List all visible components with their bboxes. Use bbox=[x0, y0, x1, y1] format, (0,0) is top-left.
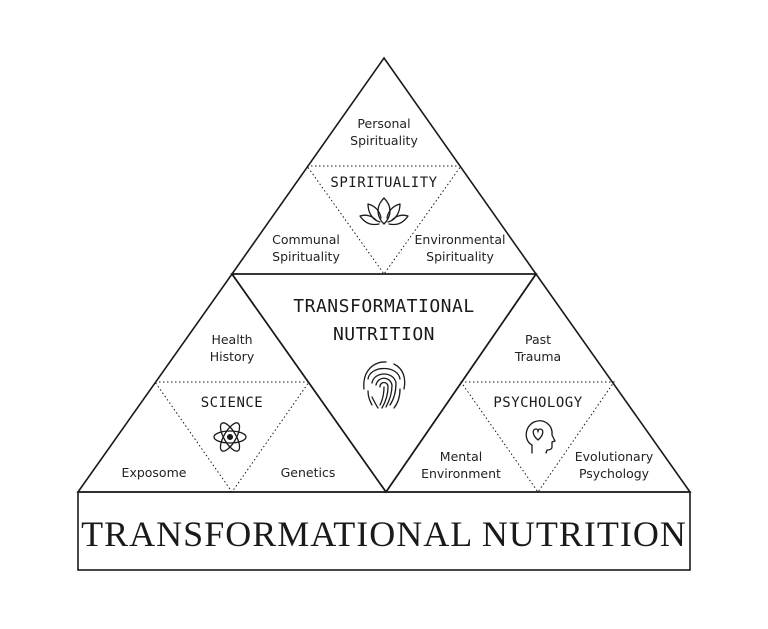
label-evolutionary-1: Evolutionary bbox=[575, 449, 654, 464]
label-health-1: Health bbox=[211, 332, 252, 347]
label-personal-1: Personal bbox=[357, 116, 410, 131]
science-heading: SCIENCE bbox=[201, 395, 264, 411]
label-health-2: History bbox=[210, 349, 255, 364]
science-inner-triangle bbox=[154, 381, 310, 493]
atom-icon bbox=[213, 422, 247, 452]
spirituality-heading: SPIRITUALITY bbox=[330, 175, 437, 191]
fingerprint-icon bbox=[363, 361, 406, 409]
label-personal-2: Spirituality bbox=[350, 133, 418, 148]
label-genetics: Genetics bbox=[281, 465, 336, 480]
label-past-1: Past bbox=[525, 332, 551, 347]
label-mental-2: Environment bbox=[421, 466, 501, 481]
label-environmental-2: Spirituality bbox=[426, 249, 494, 264]
label-exposome: Exposome bbox=[122, 465, 187, 480]
label-evolutionary-2: Psychology bbox=[579, 466, 650, 481]
label-communal-2: Spirituality bbox=[272, 249, 340, 264]
label-environmental-1: Environmental bbox=[415, 232, 506, 247]
spirituality-inner-triangle bbox=[306, 165, 462, 275]
head-heart-icon bbox=[525, 420, 556, 454]
label-past-2: Trauma bbox=[514, 349, 561, 364]
label-mental-1: Mental bbox=[440, 449, 482, 464]
label-communal-1: Communal bbox=[272, 232, 340, 247]
psychology-heading: PSYCHOLOGY bbox=[493, 395, 582, 411]
center-title-line2: NUTRITION bbox=[333, 324, 435, 345]
center-title-line1: TRANSFORMATIONAL bbox=[293, 296, 474, 317]
psychology-inner-triangle bbox=[460, 381, 615, 493]
center-triangle bbox=[230, 273, 538, 494]
base-title: TRANSFORMATIONAL NUTRITION bbox=[81, 514, 687, 554]
lotus-icon bbox=[359, 197, 409, 226]
